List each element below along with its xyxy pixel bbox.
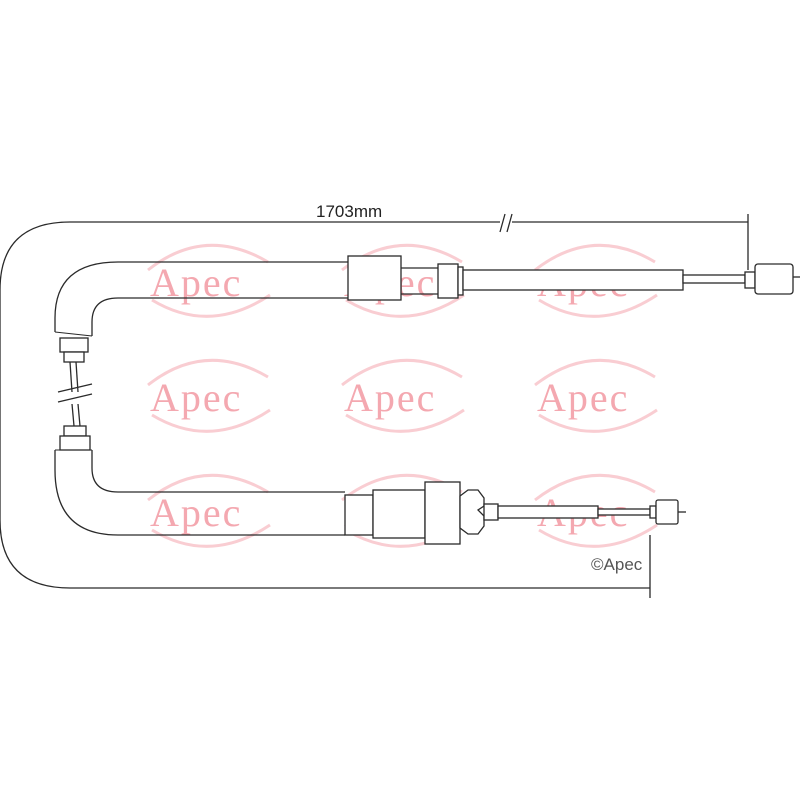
upper-end-nipple: [754, 263, 794, 295]
watermark-7: Apec: [147, 473, 271, 548]
lower-cable: [54, 403, 686, 545]
watermark-1: Apec: [147, 243, 271, 318]
copyright-label: ©Apec: [591, 555, 643, 574]
dimension-line: [0, 213, 749, 598]
upper-cable: [54, 255, 800, 393]
upper-ferrule: [437, 263, 459, 299]
lower-bracket: [424, 481, 461, 545]
cable-break: [57, 383, 93, 403]
lower-sleeve: [372, 489, 426, 539]
lower-clip: [459, 489, 485, 535]
upper-end-fitting: [59, 337, 89, 353]
dimension-label: 1703mm: [316, 202, 382, 221]
lower-inner-tube: [497, 505, 599, 519]
watermark-text: Apec: [537, 375, 629, 420]
watermark-5: Apec: [341, 358, 465, 433]
watermark-4: Apec: [147, 358, 271, 433]
watermark-6: Apec: [534, 358, 658, 433]
lower-end-fitting: [59, 435, 91, 451]
lower-end-nipple: [655, 499, 679, 525]
upper-sleeve: [347, 255, 402, 301]
watermark-text: Apec: [150, 490, 242, 535]
upper-inner-tube: [462, 269, 684, 291]
watermark-text: Apec: [150, 375, 242, 420]
watermark-text: Apec: [344, 375, 436, 420]
